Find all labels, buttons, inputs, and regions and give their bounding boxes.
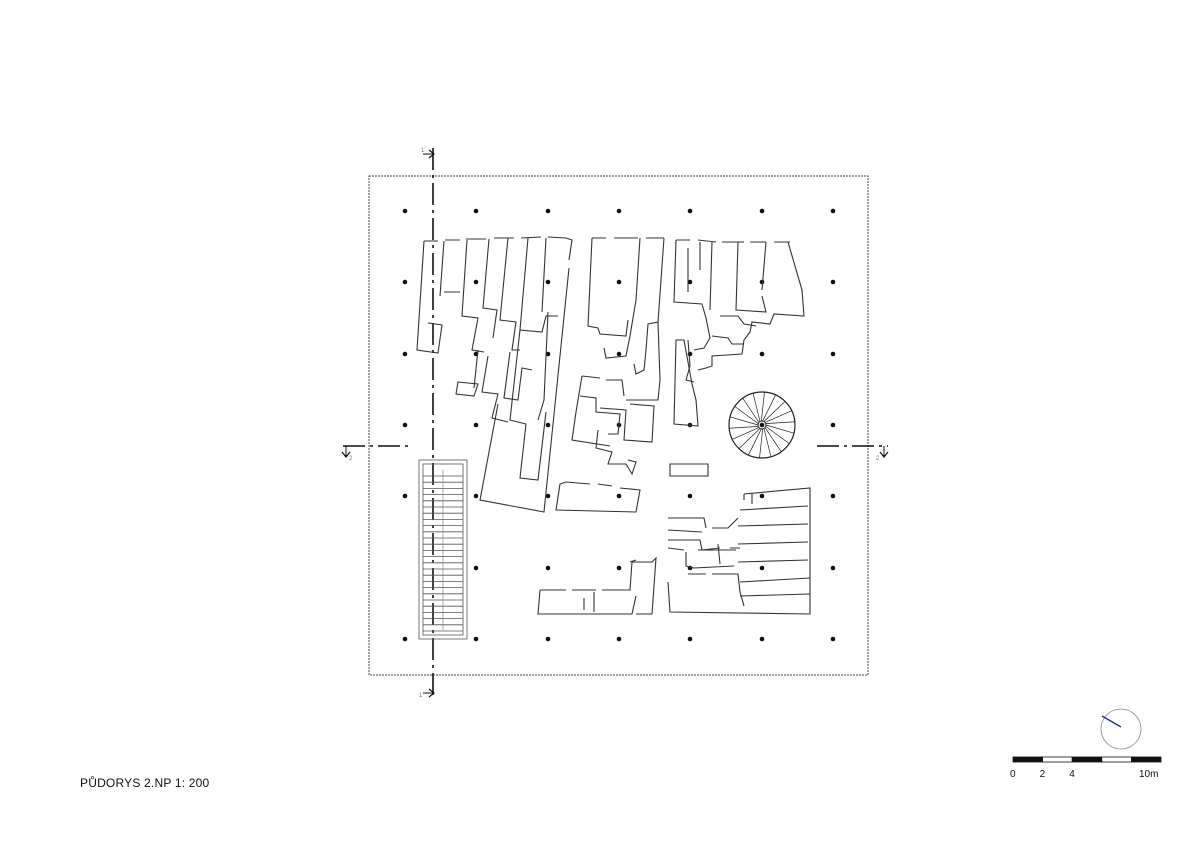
column-1-4	[687, 279, 693, 285]
column-0-0	[402, 208, 408, 214]
column-5-1	[473, 565, 479, 571]
column-0-1	[473, 208, 479, 214]
column-6-3	[616, 636, 622, 642]
column-4-0	[402, 493, 408, 499]
spiral-step	[738, 428, 761, 449]
scale-label-3: 10m	[1139, 769, 1159, 780]
spiral-step	[752, 393, 761, 422]
column-1-2	[545, 279, 551, 285]
column-0-2	[545, 208, 551, 214]
spiral-step	[764, 410, 792, 423]
column-2-3	[616, 351, 622, 357]
spiral-step	[765, 424, 795, 434]
spiral-step	[765, 421, 795, 424]
column-2-6	[830, 351, 836, 357]
column-0-3	[616, 208, 622, 214]
scale-bar-segment	[1042, 756, 1073, 763]
column-5-3	[616, 565, 622, 571]
column-5-6	[830, 565, 836, 571]
section-mark-bottom: 1	[419, 693, 423, 699]
column-4-1	[473, 493, 479, 499]
column-1-0	[402, 279, 408, 285]
scale-label-2: 4	[1069, 769, 1075, 780]
column-6-2	[545, 636, 551, 642]
section-mark-left: 2	[349, 456, 353, 462]
spiral-step	[762, 394, 776, 422]
scale-bar-segment	[1071, 756, 1103, 763]
spiral-step	[732, 427, 760, 440]
spiral-step	[742, 397, 760, 423]
column-4-6	[830, 493, 836, 499]
spiral-step	[760, 392, 765, 422]
scale-bar-segment	[1131, 756, 1162, 763]
column-3-0	[402, 422, 408, 428]
column-4-5	[759, 493, 765, 499]
spiral-step	[763, 401, 786, 422]
spiral-staircase	[728, 391, 796, 459]
spiral-step	[763, 428, 772, 457]
column-6-4	[687, 636, 693, 642]
column-0-6	[830, 208, 836, 214]
section-line-vertical	[423, 148, 435, 700]
spiral-step	[764, 427, 782, 453]
column-2-0	[402, 351, 408, 357]
column-0-5	[759, 208, 765, 214]
column-0-4	[687, 208, 693, 214]
column-3-6	[830, 422, 836, 428]
column-grid	[402, 208, 836, 642]
section-line-horizontal	[341, 445, 889, 458]
scale-bar-segment	[1012, 756, 1044, 763]
column-1-1	[473, 279, 479, 285]
spiral-step	[734, 406, 759, 424]
column-1-3	[616, 279, 622, 285]
section-mark-top: 1	[421, 148, 425, 154]
spiral-step	[759, 428, 764, 458]
column-3-5	[759, 422, 765, 428]
column-6-1	[473, 636, 479, 642]
spiral-step	[748, 428, 762, 456]
drawing-title: PŮDORYS 2.NP 1: 200	[80, 776, 210, 790]
scale-bar-segment	[1101, 756, 1132, 763]
section-mark-right: 2	[876, 456, 880, 462]
spiral-step	[729, 426, 759, 429]
column-4-2	[545, 493, 551, 499]
column-6-0	[402, 636, 408, 642]
column-6-5	[759, 636, 765, 642]
north-arrow	[1100, 708, 1142, 750]
column-2-2	[545, 351, 551, 357]
column-5-2	[545, 565, 551, 571]
scale-label-0: 0	[1010, 769, 1016, 780]
column-2-5	[759, 351, 765, 357]
north-arrow-needle	[1101, 715, 1122, 728]
column-3-1	[473, 422, 479, 428]
interior-walls	[416, 236, 811, 615]
scale-bar	[1012, 756, 1162, 763]
column-4-4	[687, 493, 693, 499]
column-5-5	[759, 565, 765, 571]
column-6-6	[830, 636, 836, 642]
spiral-step	[765, 426, 790, 444]
column-4-3	[616, 493, 622, 499]
spiral-step	[729, 416, 759, 426]
column-1-6	[830, 279, 836, 285]
building-outline	[368, 175, 869, 676]
scale-label-1: 2	[1039, 769, 1046, 780]
column-3-2	[545, 422, 551, 428]
north-arrow-circle	[1100, 708, 1142, 750]
straight-staircase	[418, 459, 468, 640]
column-2-4	[687, 351, 693, 357]
